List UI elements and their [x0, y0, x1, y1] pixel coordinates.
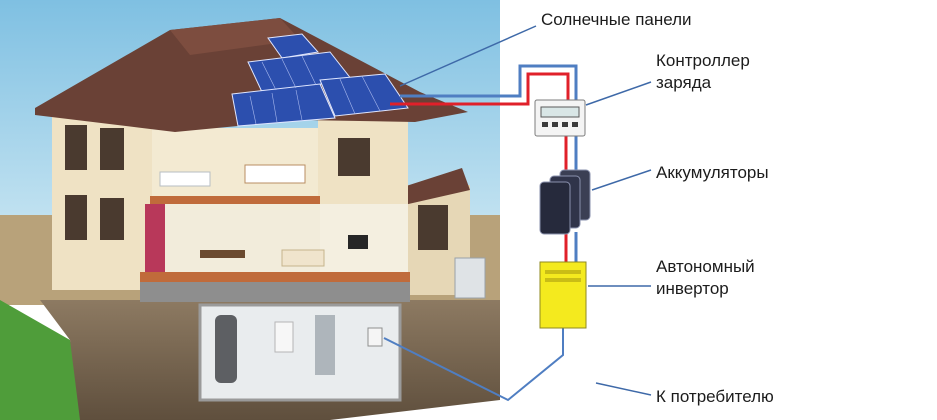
pointer-to-consumer — [595, 382, 652, 396]
label-inverter-line1: Автономный — [656, 257, 755, 276]
bedroom-bed — [244, 164, 306, 184]
pointer-charge-controller — [585, 81, 652, 106]
solar-panel-array — [267, 33, 319, 59]
boiler — [274, 321, 294, 353]
solar-panel-array — [319, 73, 409, 117]
solar-panel-array — [231, 83, 336, 127]
label-batteries: Аккумуляторы — [656, 163, 769, 182]
window — [418, 205, 448, 250]
kitchen-accent-wall — [145, 204, 165, 272]
wiring — [383, 64, 578, 402]
roof-ridge — [170, 18, 300, 55]
window — [100, 198, 124, 240]
sofa — [281, 249, 325, 267]
label-to-consumer: К потребителю — [656, 387, 774, 406]
pipework — [315, 315, 335, 375]
wire-positive — [390, 72, 570, 106]
window — [65, 125, 87, 170]
inverter-device — [539, 261, 587, 329]
window — [338, 138, 370, 176]
label-charge-controller-line1: Контроллер — [656, 51, 750, 70]
house-illustration — [0, 0, 500, 420]
grass — [0, 300, 90, 420]
label-inverter-line2: инвертор — [656, 279, 729, 298]
battery-bank — [539, 169, 591, 235]
window — [100, 128, 124, 170]
floor-slab-ground — [140, 272, 410, 282]
label-solar-panels: Солнечные панели — [541, 10, 692, 29]
wire-to-consumer — [383, 326, 564, 402]
wing-roof — [400, 168, 470, 205]
water-heater — [215, 315, 237, 383]
floor-slab-upper — [150, 196, 320, 204]
label-pointers — [399, 25, 652, 396]
solar-panel-grid — [249, 55, 381, 125]
pointer-solar-panels — [399, 25, 537, 87]
bathroom-tub — [159, 171, 211, 187]
tv — [348, 235, 368, 249]
window — [65, 195, 87, 240]
dining-table — [200, 250, 245, 258]
electrical-panel — [367, 327, 383, 347]
charge-controller-device — [534, 99, 586, 137]
pointer-batteries — [591, 169, 652, 191]
outdoor-unit — [454, 257, 486, 299]
label-charge-controller-line2: заряда — [656, 73, 712, 92]
wire-negative — [400, 64, 578, 102]
foundation — [140, 282, 410, 302]
